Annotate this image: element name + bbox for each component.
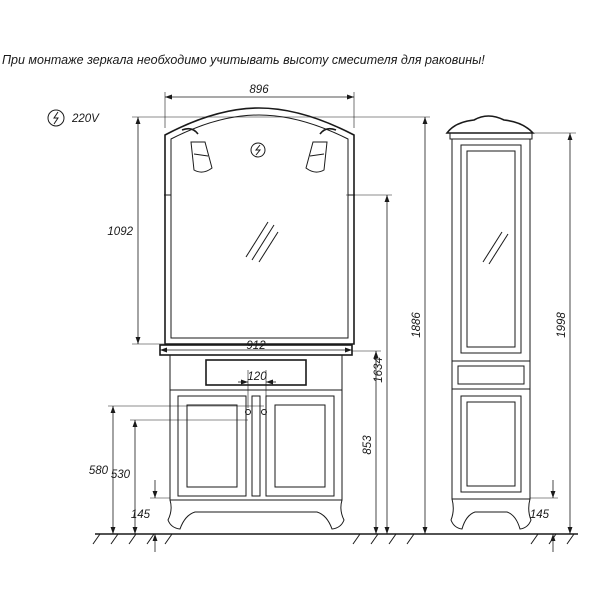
dim-cabinet-width: 912: [246, 340, 266, 352]
dim-floor-offset: 145: [131, 509, 151, 521]
dim-mirror-mount-height: 1886: [411, 312, 423, 338]
dim-mirror-width: 896: [249, 84, 269, 96]
dim-countertop-height: 853: [362, 435, 374, 455]
dim-mirror-bottom-height: 1634: [373, 357, 385, 383]
left-lamp: [181, 127, 213, 173]
power-label: 220V: [71, 113, 100, 125]
dim-column-height: 1998: [556, 312, 568, 338]
dim-drain-height: 580: [89, 465, 109, 477]
electric-outlet-icon: [47, 109, 65, 127]
dim-mirror-height: 1092: [107, 226, 133, 238]
mirror: [164, 107, 355, 345]
dim-drain-lower-height: 530: [111, 469, 131, 481]
dimension-lines: [110, 94, 573, 552]
column-cabinet: [445, 115, 535, 530]
right-lamp: [305, 127, 337, 173]
dim-column-floor-offset: 145: [530, 509, 550, 521]
installation-note: При монтаже зеркала необходимо учитывать…: [2, 53, 485, 67]
mirror-glare-icon: [245, 221, 279, 263]
floor: [92, 533, 578, 545]
dim-faucet-spacing: 120: [247, 371, 267, 383]
mirror-outlet-icon: [250, 142, 266, 158]
